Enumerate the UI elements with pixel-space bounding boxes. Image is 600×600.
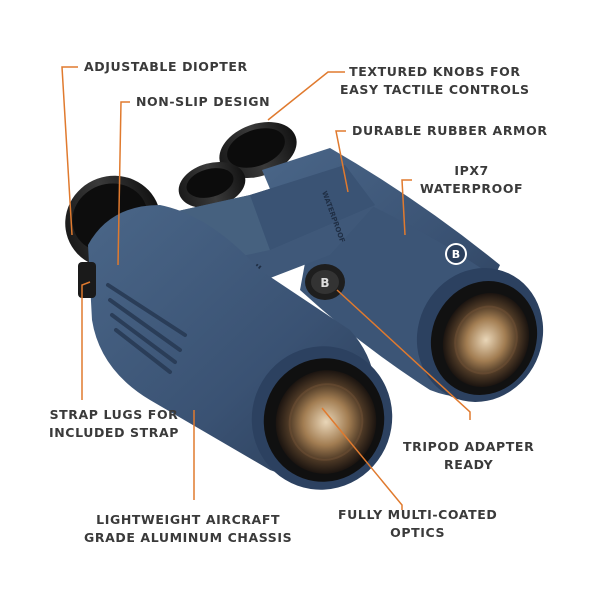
callout-line: FULLY MULTI-COATED [338,507,498,522]
callout-textured-knobs: TEXTURED KNOBS FOR EASY TACTILE CONTROLS [340,63,530,99]
callout-line: NON-SLIP DESIGN [136,94,271,109]
callout-line: OPTICS [390,525,446,540]
callout-strap-lugs: STRAP LUGS FOR INCLUDED STRAP [49,406,179,442]
callout-line: ADJUSTABLE DIOPTER [84,59,248,74]
leader-durable-rubber-armor [335,130,349,193]
leader-tripod-adapter [336,289,471,420]
callout-durable-rubber-armor: DURABLE RUBBER ARMOR [352,122,548,140]
callout-line: TRIPOD ADAPTER [403,439,535,454]
callout-line: LIGHTWEIGHT AIRCRAFT [96,512,281,527]
callout-line: READY [443,457,494,472]
callout-line: EASY TACTILE CONTROLS [340,82,530,97]
callout-line: INCLUDED STRAP [49,425,179,440]
leader-non-slip-design [117,101,130,266]
leader-adjustable-diopter [61,66,78,236]
svg-text:B: B [320,276,329,290]
callout-ipx7-waterproof: IPX7 WATERPROOF [420,162,523,198]
callout-tripod-adapter: TRIPOD ADAPTER READY [403,438,534,474]
callout-line: TEXTURED KNOBS FOR [349,64,521,79]
callout-line: DURABLE RUBBER ARMOR [352,123,548,138]
leader-ipx7 [401,179,412,236]
callout-multi-coated-optics: FULLY MULTI-COATED OPTICS [338,506,497,542]
callout-adjustable-diopter: ADJUSTABLE DIOPTER [84,58,248,76]
leader-lines [61,66,471,510]
callout-line: IPX7 [454,163,489,178]
leader-multi-coated-optics [321,407,403,510]
svg-text:B: B [452,248,460,261]
leader-textured-knobs [267,71,345,121]
leader-strap-lugs [81,281,91,400]
callout-line: GRADE ALUMINUM CHASSIS [84,530,293,545]
left-barrel [65,175,393,490]
callout-lightweight-chassis: LIGHTWEIGHT AIRCRAFT GRADE ALUMINUM CHAS… [84,511,292,547]
callout-non-slip-design: NON-SLIP DESIGN [136,93,270,111]
callout-line: STRAP LUGS FOR [49,407,179,422]
callout-line: WATERPROOF [420,181,524,196]
